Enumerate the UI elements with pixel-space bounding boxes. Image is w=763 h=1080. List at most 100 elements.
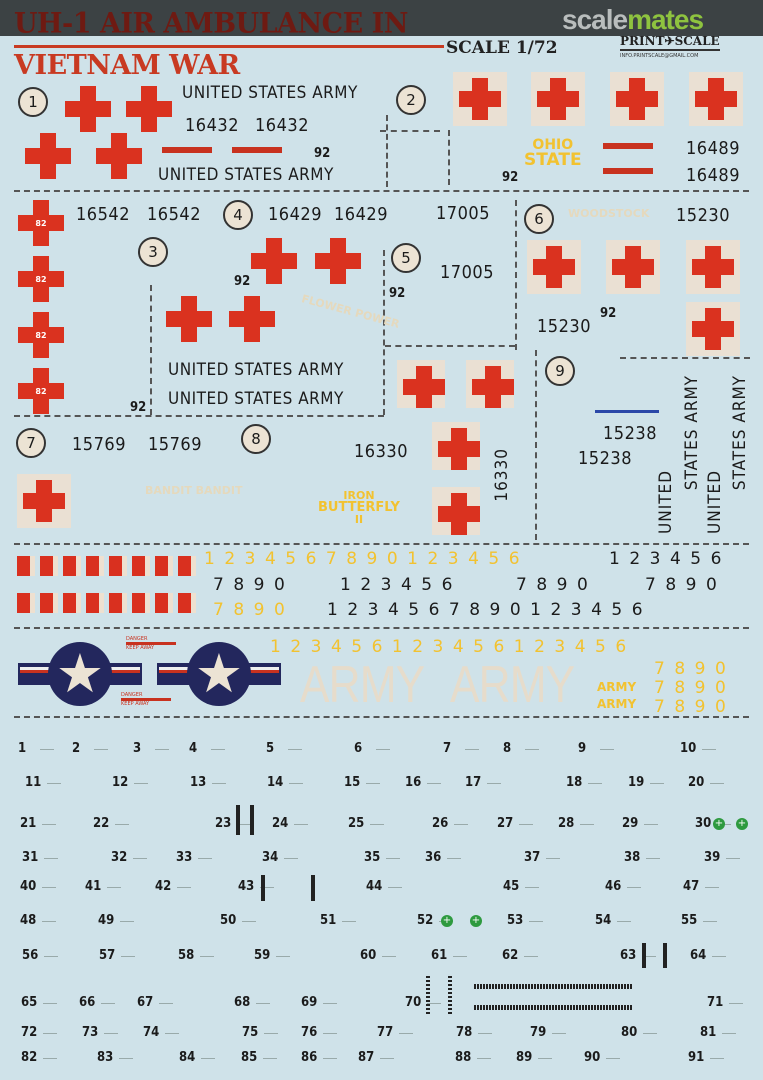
red-cross-decal (315, 238, 361, 284)
serial-decal: 15230 (537, 316, 592, 337)
stencil-number: 36 (425, 850, 442, 865)
stencil-decal (133, 858, 147, 859)
stencil-decal (42, 887, 56, 888)
red-cross-decal (166, 296, 212, 342)
green-cross-decal: + (736, 818, 748, 830)
stencil-number: 63 (620, 948, 637, 963)
serial-vertical-decal: 16330 (492, 448, 512, 502)
walkway-strip-decal (474, 1005, 632, 1010)
digit-row: 7890 (654, 678, 736, 698)
red-cross-decal (126, 86, 172, 132)
stencil-decal (177, 887, 191, 888)
stencil-decal (386, 858, 400, 859)
divider (535, 350, 537, 540)
red-cross-decal (65, 86, 111, 132)
stencil-number: 53 (507, 913, 524, 928)
number-92-decal: 92 (502, 170, 519, 185)
red-cross-82-decal: 82 (18, 256, 64, 302)
stencil-number: 2 (72, 741, 81, 756)
serial-decal: 15769 (72, 434, 127, 455)
stencil-number: 42 (155, 879, 172, 894)
stencil-number: 69 (301, 995, 318, 1010)
stencil-number: 78 (456, 1025, 473, 1040)
option-badge: 9 (545, 356, 575, 386)
stencil-number: 22 (93, 816, 110, 831)
stencil-decal (600, 749, 614, 750)
star-icon: ★ (55, 642, 105, 705)
walkway-strip-decal (426, 976, 430, 1016)
stencil-decal (525, 749, 539, 750)
digit-row: 7890 (654, 659, 736, 679)
red-cross-square-decal (606, 240, 660, 294)
stencil-decal (519, 824, 533, 825)
stencil-decal (478, 1033, 492, 1034)
red-cross-82-decal: 82 (18, 312, 64, 358)
danger-arrow-decal (603, 168, 653, 174)
stencil-decal (43, 1033, 57, 1034)
stencil-decal (427, 1003, 441, 1004)
divider (380, 130, 440, 132)
serial-decal: 16489 (686, 165, 741, 186)
red-cross-decal (251, 238, 297, 284)
stencil-decal (107, 887, 121, 888)
stencil-number: 35 (364, 850, 381, 865)
digit-row: 7890 (213, 600, 295, 620)
us-star-insignia: ★ (48, 642, 112, 706)
stencil-number: 70 (405, 995, 422, 1010)
number-92-decal: 92 (130, 400, 147, 415)
stencil-decal (288, 749, 302, 750)
stencil-number: 3 (133, 741, 142, 756)
serial-decal: 16432 (185, 115, 240, 136)
serial-decal: 16429 (268, 204, 323, 225)
stencil-number: 10 (680, 741, 697, 756)
stencil-number: 90 (584, 1050, 601, 1065)
stencil-number: 60 (360, 948, 377, 963)
stencil-number: 87 (358, 1050, 375, 1065)
stencil-decal (617, 921, 631, 922)
stencil-number: 20 (688, 775, 705, 790)
stencil-decal (94, 749, 108, 750)
red-cross-82-decal: 82 (18, 368, 64, 414)
serial-decal: 16489 (686, 138, 741, 159)
red-cross-square-decal (686, 240, 740, 294)
number-92-decal: 92 (234, 274, 251, 289)
stencil-number: 55 (681, 913, 698, 928)
stencil-number: 81 (700, 1025, 717, 1040)
serial-decal: 15230 (676, 205, 731, 226)
states-army-vertical-decal: STATES ARMY (682, 375, 702, 491)
digit-row: 1234567890123456 (204, 549, 530, 569)
stencil-decal (380, 1058, 394, 1059)
stencil-number: 54 (595, 913, 612, 928)
stencil-decal (465, 749, 479, 750)
divider (14, 543, 749, 545)
stencil-decal (529, 921, 543, 922)
stencil-number: 77 (377, 1025, 394, 1040)
divider (448, 130, 450, 185)
stencil-number: 75 (242, 1025, 259, 1040)
option-badge: 8 (241, 424, 271, 454)
stencil-number: 1 (18, 741, 27, 756)
usa-text-decal: UNITED STATES ARMY (182, 83, 358, 103)
serial-decal: 16330 (354, 441, 409, 462)
stencil-number: 17 (465, 775, 482, 790)
stencil-decal (165, 1033, 179, 1034)
stencil-decal (650, 783, 664, 784)
serial-decal: 17005 (440, 262, 495, 283)
serial-decal: 15238 (603, 423, 658, 444)
stencil-number: 59 (254, 948, 271, 963)
danger-arrow-decal (232, 147, 282, 153)
stencil-number: 74 (143, 1025, 160, 1040)
black-bar-decal (236, 805, 240, 835)
stencil-decal (242, 921, 256, 922)
stencil-decal (237, 824, 251, 825)
stencil-decal (477, 1058, 491, 1059)
stencil-decal (552, 1033, 566, 1034)
united-vertical-decal: UNITED (705, 470, 725, 534)
stencil-number: 91 (688, 1050, 705, 1065)
title-rule (14, 45, 444, 48)
stencil-number: 39 (704, 850, 721, 865)
stencil-number: 71 (707, 995, 724, 1010)
stencil-number: 33 (176, 850, 193, 865)
